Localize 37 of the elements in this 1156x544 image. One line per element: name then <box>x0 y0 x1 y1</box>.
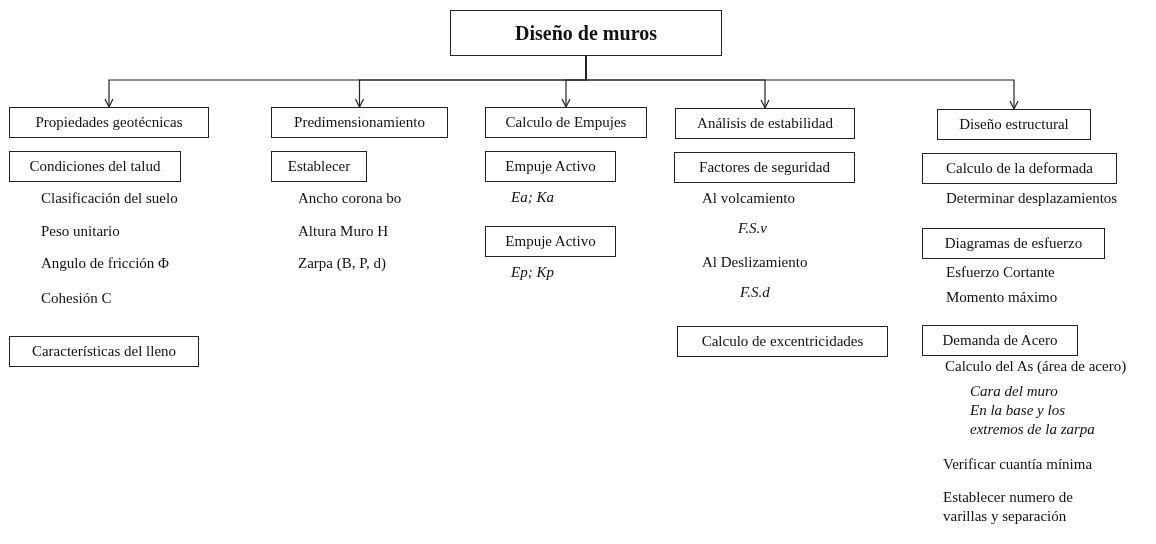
item-text: Calculo del As (área de acero) <box>945 357 1127 376</box>
item-text: Al Deslizamiento <box>702 253 808 272</box>
process-box: Empuje Activo <box>485 226 616 257</box>
process-box: Establecer <box>271 151 367 182</box>
process-box: Calculo de la deformada <box>922 153 1117 184</box>
item-text: Momento máximo <box>946 288 1058 307</box>
process-box: Diagramas de esfuerzo <box>922 228 1105 259</box>
item-text: En la base y los extremos de la zarpa <box>970 401 1096 439</box>
item-text: Clasificación del suelo <box>41 189 178 208</box>
item-text: Esfuerzo Cortante <box>946 263 1055 282</box>
item-text: Altura Muro H <box>298 222 388 241</box>
item-text: F.S.d <box>740 283 770 302</box>
item-text: Al volcamiento <box>702 189 795 208</box>
process-box: Factores de seguridad <box>674 152 855 183</box>
item-text: Ep; Kp <box>511 263 554 282</box>
process-box: Condiciones del talud <box>9 151 181 182</box>
item-text: Ea; Ka <box>511 188 554 207</box>
item-text: F.S.v <box>738 219 767 238</box>
item-text: Establecer numero de varillas y separación <box>943 488 1074 526</box>
item-text: Peso unitario <box>41 222 120 241</box>
item-text: Zarpa (B, P, d) <box>298 254 386 273</box>
process-box: Empuje Activo <box>485 151 616 182</box>
title-box: Diseño de muros <box>450 10 722 56</box>
item-text: Cohesión C <box>41 289 112 308</box>
item-text: Verificar cuantía mínima <box>943 455 1093 474</box>
item-text: Ancho corona bo <box>298 189 402 208</box>
item-text: Angulo de fricción Φ <box>41 254 169 273</box>
process-box: Propiedades geotécnicas <box>9 107 209 138</box>
process-box: Calculo de Empujes <box>485 107 647 138</box>
process-box: Análisis de estabilidad <box>675 108 855 139</box>
process-box: Demanda de Acero <box>922 325 1078 356</box>
process-box: Diseño estructural <box>937 109 1091 140</box>
process-box: Calculo de excentricidades <box>677 326 888 357</box>
item-text: Determinar desplazamientos <box>946 189 1118 208</box>
process-box: Predimensionamiento <box>271 107 448 138</box>
item-text: Cara del muro <box>970 382 1058 401</box>
process-box: Características del lleno <box>9 336 199 367</box>
